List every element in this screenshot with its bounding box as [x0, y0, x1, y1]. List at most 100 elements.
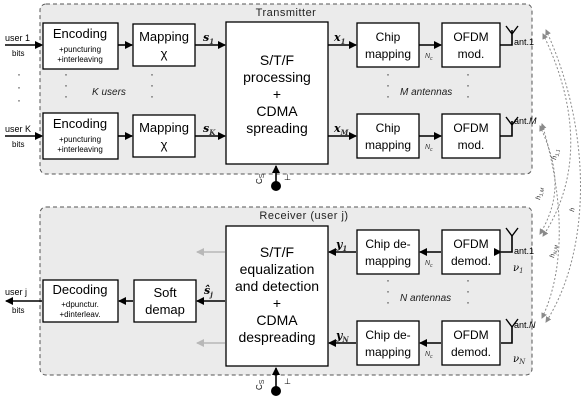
- channel-label-1-1: h1,1: [551, 148, 562, 160]
- chip-mapping-block-m: Chip mapping: [356, 113, 420, 159]
- soft-demap-block: Soft demap: [133, 279, 197, 323]
- channel-label-n-m: hN,M: [549, 243, 560, 258]
- cs-rx-source: [271, 386, 281, 396]
- encoding-block-k: Encoding +puncturing +interleaving: [42, 112, 119, 160]
- cs-rx-label: CS: [255, 379, 266, 390]
- tx-antenna-icon-m: [505, 116, 519, 127]
- encoding-line1: +puncturing: [59, 135, 101, 144]
- mapping-title: Mapping: [139, 120, 189, 135]
- chip-mapping-line2: mapping: [365, 138, 411, 152]
- rx-antenna-feed-n: [501, 327, 513, 344]
- ofdm-demod-block-1: OFDM demod.: [441, 229, 501, 275]
- equalization-block: S/T/F equalization and detection + CDMA …: [225, 225, 329, 367]
- chipdemap-ellipsis: ·: [386, 273, 390, 287]
- tx-input-bits-1: bits: [12, 49, 24, 58]
- enc-ellipsis: ·: [64, 78, 68, 92]
- nc-tx-m: Nc: [425, 144, 433, 153]
- cs-tx-label: CS: [255, 173, 266, 184]
- tx-antenna-label-m: ant.M: [514, 116, 537, 126]
- noise-1: ν1: [513, 263, 524, 275]
- chip-demapping-block-n: Chip de- mapping: [356, 320, 420, 366]
- tx-input-ellipsis-3: ·: [17, 93, 21, 107]
- tx-input-bits-k: bits: [12, 140, 24, 149]
- signal-x-1: x1: [333, 31, 345, 46]
- ofdmdemod-ellipsis: ·: [466, 284, 470, 298]
- decoding-line2: +dinterleav.: [60, 310, 101, 319]
- receiver-section: Receiver (user j) user j bits Decoding +…: [5, 206, 536, 396]
- tx-input-ellipsis-2: ·: [17, 80, 21, 94]
- rx-output-bits: bits: [12, 306, 24, 315]
- chip-mapping-line1: Chip: [376, 121, 401, 135]
- mapping-title: Mapping: [139, 29, 189, 44]
- signal-s-k: sK: [203, 122, 216, 137]
- channel-label-n-1: h: [569, 207, 577, 212]
- transmitter-title: Transmitter: [256, 7, 317, 19]
- processing-line4: CDMA: [256, 103, 298, 119]
- encoding-block-1: Encoding +puncturing +interleaving: [42, 22, 119, 70]
- processing-line5: spreading: [246, 120, 308, 136]
- tx-input-user-k: user K: [5, 124, 31, 134]
- tx-antenna-label-1: ant.1: [514, 37, 534, 47]
- ofdm-mod-line1: OFDM: [453, 30, 488, 44]
- enc-ellipsis: ·: [64, 67, 68, 81]
- ofdm-mod-line2: mod.: [458, 47, 485, 61]
- processing-line3: +: [273, 86, 281, 102]
- chip-mapping-line1: Chip: [376, 30, 401, 44]
- chip-ellipsis: ·: [386, 67, 390, 81]
- equalization-line1: S/T/F: [260, 244, 294, 260]
- processing-line2: processing: [243, 69, 311, 85]
- chip-demapping-line2: mapping: [365, 345, 411, 359]
- channel-paths: h1,1 h1,M hN,M h: [535, 29, 581, 323]
- mapping-block-1: Mapping χ: [132, 23, 196, 67]
- ofdm-ellipsis: ·: [466, 67, 470, 81]
- n-antennas-label: N antennas: [400, 293, 451, 304]
- ofdm-demod-line1: OFDM: [453, 237, 488, 251]
- mapping-symbol: χ: [161, 137, 168, 152]
- ofdmdemod-ellipsis: ·: [466, 295, 470, 309]
- chip-mapping-line2: mapping: [365, 47, 411, 61]
- rx-output-user: user j: [5, 287, 27, 297]
- processing-block: S/T/F processing + CDMA spreading: [225, 21, 329, 165]
- encoding-line2: +interleaving: [57, 145, 103, 154]
- encoding-line1: +puncturing: [59, 45, 101, 54]
- chip-demapping-line1: Chip de-: [365, 237, 410, 251]
- soft-demap-line2: demap: [145, 302, 185, 317]
- k-users-label: K users: [92, 87, 126, 98]
- signal-y-1: y1: [335, 238, 347, 253]
- enc-ellipsis: ·: [64, 89, 68, 103]
- rx-antenna-feed-1: [501, 236, 513, 253]
- decoding-block: Decoding +dpunctur. +dinterleav.: [42, 279, 119, 323]
- ofdm-demod-line2: demod.: [451, 345, 491, 359]
- chip-mapping-block-1: Chip mapping: [356, 22, 420, 68]
- tx-antenna-icon-1: [505, 25, 519, 36]
- equalization-line2: equalization: [240, 261, 315, 277]
- cs-rx-marker: ⊥: [284, 377, 291, 386]
- channel-path-1-1: [542, 33, 572, 237]
- channel-path-n-1: [545, 29, 581, 323]
- decoding-title: Decoding: [53, 282, 108, 297]
- nc-rx-1: Nc: [425, 260, 433, 269]
- map-ellipsis: ·: [150, 67, 154, 81]
- noise-n: νN: [513, 354, 526, 366]
- ofdm-mod-line1: OFDM: [453, 121, 488, 135]
- nc-tx-1: Nc: [425, 53, 433, 62]
- tx-input-user-1: user 1: [5, 33, 30, 43]
- ofdm-mod-line2: mod.: [458, 138, 485, 152]
- chip-ellipsis: ·: [386, 78, 390, 92]
- mapping-block-k: Mapping χ: [132, 114, 196, 158]
- ofdm-demod-block-n: OFDM demod.: [441, 320, 501, 366]
- chip-demapping-line1: Chip de-: [365, 328, 410, 342]
- tx-input-ellipsis: ·: [17, 67, 21, 81]
- encoding-title: Encoding: [53, 116, 107, 131]
- ofdm-mod-block-1: OFDM mod.: [441, 22, 501, 68]
- encoding-title: Encoding: [53, 26, 107, 41]
- mapping-symbol: χ: [161, 46, 168, 61]
- rx-antenna-label-1: ant.1: [514, 246, 534, 256]
- ofdm-ellipsis: ·: [466, 78, 470, 92]
- chip-demapping-block-1: Chip de- mapping: [356, 229, 420, 275]
- signal-s-hat: ŝj: [204, 284, 213, 299]
- rx-antenna-icon-n: [505, 318, 519, 329]
- ofdm-demod-line1: OFDM: [453, 328, 488, 342]
- channel-label-1-m: h1,M: [535, 186, 546, 200]
